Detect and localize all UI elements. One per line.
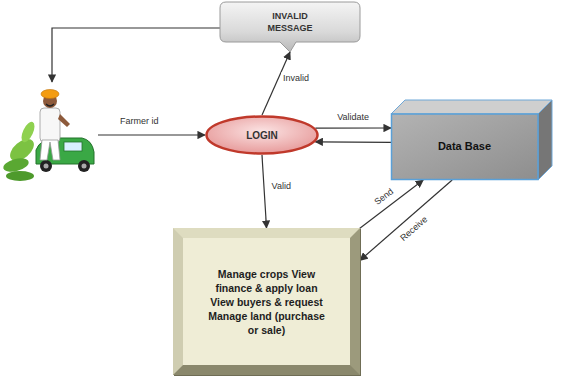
wheel	[40, 160, 52, 172]
turban	[41, 90, 59, 99]
node-text: LOGIN	[246, 130, 278, 141]
car-body	[36, 138, 94, 164]
ellipse-shape	[207, 117, 318, 154]
cube-front	[392, 114, 539, 180]
cube-side	[538, 100, 552, 180]
text-holder: Data Base	[395, 116, 534, 176]
arrow-label: Farmer id	[118, 116, 161, 127]
edge-label: Receive	[397, 213, 432, 245]
edge-label: Send	[370, 186, 397, 210]
login-ellipse: LOGIN	[205, 115, 319, 155]
moustache	[46, 104, 54, 106]
cube-top	[391, 100, 552, 114]
node-text: Data Base	[438, 140, 491, 152]
hub	[44, 164, 49, 169]
hub	[82, 164, 87, 169]
leaf	[19, 120, 37, 144]
text-holder: INVALID MESSAGE	[228, 6, 352, 38]
edge-label: Invalid	[281, 72, 311, 83]
edge-label: Validate	[335, 112, 371, 123]
database-box: Data Base	[391, 100, 552, 180]
flow-arrow	[315, 141, 391, 143]
flow-arrow	[262, 52, 290, 115]
text-holder: Manage crops View finance & apply loan V…	[189, 244, 344, 359]
farmer-dhoti	[40, 140, 60, 160]
flow-arrow	[262, 155, 267, 228]
bubble-shape	[220, 2, 360, 52]
function-panel: Manage crops View finance & apply loan V…	[173, 228, 360, 375]
farmer-shirt	[40, 108, 60, 142]
wheel	[78, 160, 90, 172]
node-text: Manage crops View finance & apply loan V…	[208, 267, 326, 337]
leaf	[6, 171, 34, 181]
farmer-arm	[58, 114, 70, 127]
flow-arrow	[360, 180, 452, 260]
edge-label: Valid	[270, 180, 293, 191]
farmer-illustration	[2, 90, 94, 182]
text-holder: LOGIN	[219, 119, 305, 151]
message-bubble: INVALID MESSAGE	[220, 2, 360, 52]
return-arrow	[52, 28, 222, 82]
node-text: INVALID MESSAGE	[259, 10, 321, 34]
car-window	[64, 142, 82, 151]
input-arrow	[98, 134, 205, 135]
flow-arrow	[315, 127, 391, 128]
